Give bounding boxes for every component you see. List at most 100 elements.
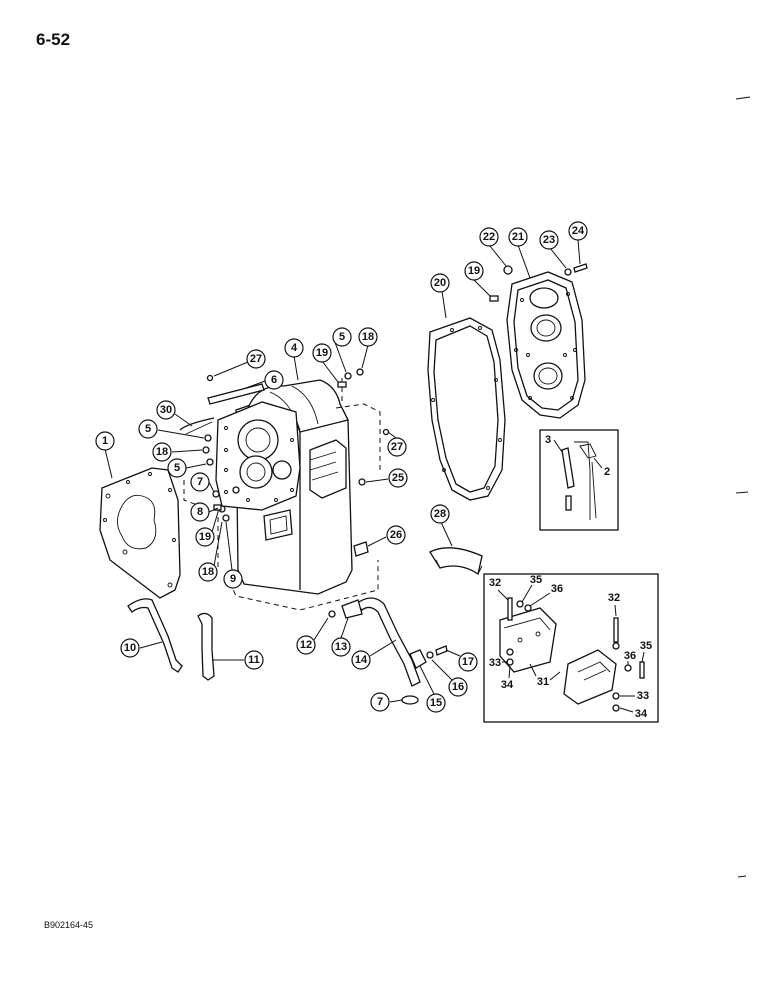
callout-22 xyxy=(479,227,499,247)
callout-23-label: 23 xyxy=(543,234,555,246)
washer-23 xyxy=(564,268,572,276)
callout-8 xyxy=(190,502,210,522)
alignment-line xyxy=(225,560,379,611)
dowel-19 xyxy=(489,295,499,302)
label-34-left: 34 xyxy=(501,679,514,691)
washer-16 xyxy=(426,651,434,659)
bolt-17 xyxy=(435,645,448,656)
label-3: 3 xyxy=(545,434,551,446)
label-36-right: 36 xyxy=(624,650,636,662)
callout-5-left-label: 5 xyxy=(145,423,151,435)
callout-16 xyxy=(448,677,468,697)
label-33-left: 33 xyxy=(489,657,501,669)
callout-30-label: 30 xyxy=(160,404,172,416)
callout-21-label: 21 xyxy=(512,231,524,243)
callout-18-bottom-label: 18 xyxy=(202,566,214,578)
callout-17 xyxy=(458,652,478,672)
bolt-22 xyxy=(503,265,513,275)
callout-28 xyxy=(430,504,450,524)
label-36-left: 36 xyxy=(551,583,563,595)
fittings-cluster xyxy=(179,417,240,522)
callout-4-label: 4 xyxy=(291,342,298,354)
callout-5-left xyxy=(138,419,158,439)
callout-12-label: 12 xyxy=(300,639,312,651)
callout-11-label: 11 xyxy=(248,654,260,666)
callout-27-top-label: 27 xyxy=(250,353,262,365)
o-ring-7 xyxy=(401,695,419,705)
label-32-right: 32 xyxy=(608,592,620,604)
callout-12 xyxy=(296,635,316,655)
plug-12 xyxy=(328,610,336,618)
callout-14 xyxy=(351,650,371,670)
callout-24 xyxy=(568,221,588,241)
callout-19-bottom-label: 19 xyxy=(199,531,211,543)
callout-22-label: 22 xyxy=(483,231,495,243)
label-33-right: 33 xyxy=(637,690,649,702)
label-32-left: 32 xyxy=(489,577,501,589)
mounting-bracket-inset xyxy=(483,573,659,723)
gasket-1 xyxy=(99,467,181,599)
callout-5-mid-label: 5 xyxy=(174,462,180,474)
callout-4 xyxy=(284,338,304,358)
callout-15-label: 15 xyxy=(430,697,442,709)
callout-9-label: 9 xyxy=(230,573,236,585)
callout-20 xyxy=(430,273,450,293)
bolt-24 xyxy=(573,263,588,273)
gasket-20 xyxy=(427,317,506,501)
callout-19-right-label: 19 xyxy=(468,265,480,277)
callout-5-mid xyxy=(167,458,187,478)
callout-21 xyxy=(508,227,528,247)
margin-mark xyxy=(737,875,747,878)
callout-24-label: 24 xyxy=(572,225,585,237)
label-35-right: 35 xyxy=(640,640,652,652)
callout-18-bottom xyxy=(198,562,218,582)
callout-25 xyxy=(388,468,408,488)
callout-7-bottom xyxy=(370,692,390,712)
callout-26 xyxy=(386,525,406,545)
alignment-line xyxy=(183,480,201,507)
fitting-27-right xyxy=(382,428,390,436)
callout-25-label: 25 xyxy=(392,472,404,484)
callout-8-label: 8 xyxy=(197,506,203,518)
callout-27-right xyxy=(387,437,407,457)
transmission-housing-4 xyxy=(215,379,369,595)
margin-mark xyxy=(735,491,749,494)
tube-10 xyxy=(127,598,183,673)
callout-18-top-label: 18 xyxy=(362,331,374,343)
callout-19-top xyxy=(312,343,332,363)
callout-10-label: 10 xyxy=(124,642,136,654)
callout-16-label: 16 xyxy=(452,681,464,693)
callout-11 xyxy=(244,650,264,670)
callout-14-label: 14 xyxy=(355,654,368,666)
callout-23 xyxy=(539,230,559,250)
label-35-left: 35 xyxy=(530,574,542,586)
callout-27-top xyxy=(246,349,266,369)
bearing-cap-28 xyxy=(429,547,483,576)
tube-11 xyxy=(197,612,215,681)
label-34-right: 34 xyxy=(635,708,648,720)
callout-18-left xyxy=(152,442,172,462)
callout-19-right xyxy=(464,261,484,281)
callout-6 xyxy=(264,370,284,390)
tube-14 xyxy=(355,597,421,687)
fitting-27-top xyxy=(206,374,214,382)
fitting-18 xyxy=(356,368,364,376)
callout-19-top-label: 19 xyxy=(316,347,328,359)
callout-13 xyxy=(331,637,351,657)
callout-18-left-label: 18 xyxy=(156,446,168,458)
callout-19-bottom xyxy=(195,527,215,547)
callout-5-top-label: 5 xyxy=(339,331,345,343)
callout-30 xyxy=(156,400,176,420)
callout-20-label: 20 xyxy=(434,277,446,289)
fitting-15 xyxy=(409,649,427,669)
fitting-19 xyxy=(337,381,347,388)
callout-9 xyxy=(223,569,243,589)
callout-5-top xyxy=(332,327,352,347)
label-2: 2 xyxy=(604,466,610,478)
callout-1-label: 1 xyxy=(102,435,108,447)
figure-reference-code: B902164-45 xyxy=(44,920,94,930)
alignment-line xyxy=(335,403,381,470)
callout-13-label: 13 xyxy=(335,641,347,653)
callout-7-left xyxy=(190,472,210,492)
